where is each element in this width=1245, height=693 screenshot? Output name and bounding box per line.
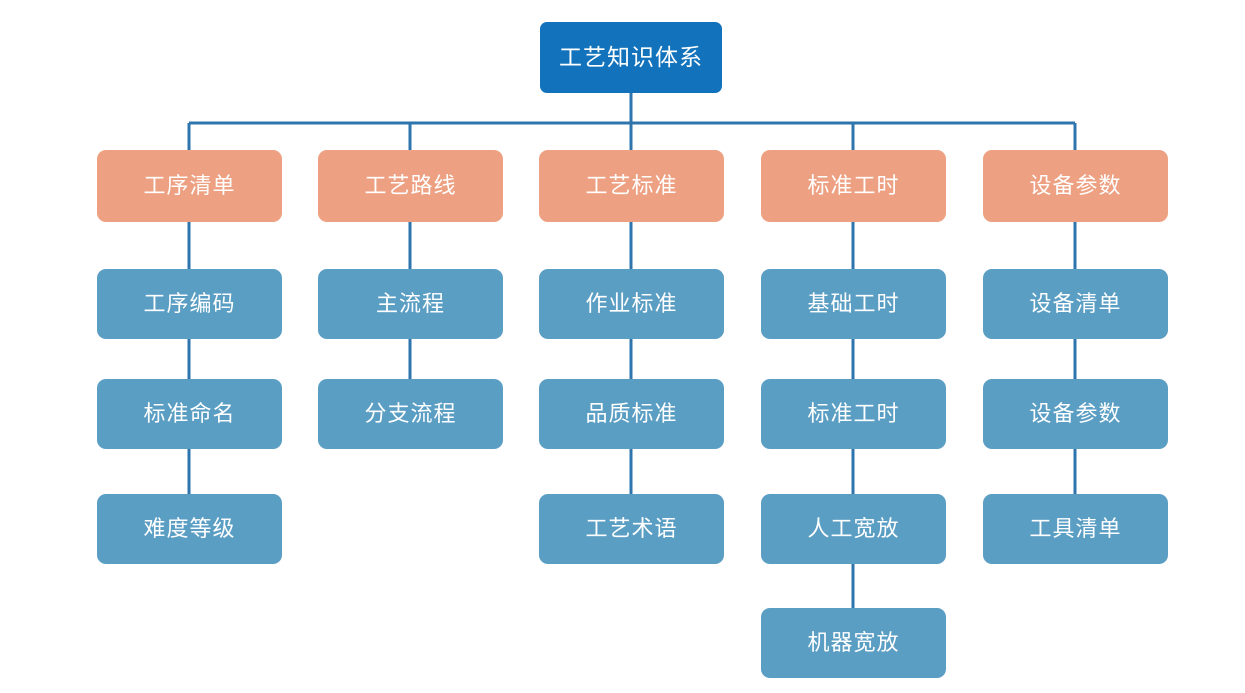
node-c5-child-2[interactable]: 设备参数 bbox=[983, 379, 1168, 449]
node-c3-child-1-label: 作业标准 bbox=[585, 290, 678, 316]
node-c4-child-1-label: 基础工时 bbox=[807, 290, 900, 316]
node-c4-child-4[interactable]: 机器宽放 bbox=[761, 608, 946, 678]
node-c2-child-1[interactable]: 主流程 bbox=[318, 269, 503, 339]
node-root[interactable]: 工艺知识体系 bbox=[540, 22, 722, 93]
node-c4-child-2-label: 标准工时 bbox=[807, 400, 900, 426]
node-branch-2-label: 工艺路线 bbox=[364, 172, 457, 198]
node-branch-4-label: 标准工时 bbox=[807, 172, 900, 198]
node-branch-3-label: 工艺标准 bbox=[585, 172, 678, 198]
node-branch-5-label: 设备参数 bbox=[1029, 172, 1122, 198]
node-c4-child-1[interactable]: 基础工时 bbox=[761, 269, 946, 339]
node-c2-child-2-label: 分支流程 bbox=[364, 400, 457, 426]
node-c4-child-2[interactable]: 标准工时 bbox=[761, 379, 946, 449]
node-branch-4[interactable]: 标准工时 bbox=[761, 150, 946, 222]
node-c4-child-3-label: 人工宽放 bbox=[807, 515, 900, 541]
node-c2-child-1-label: 主流程 bbox=[375, 290, 445, 316]
node-c5-child-1-label: 设备清单 bbox=[1029, 290, 1122, 316]
node-c4-child-3[interactable]: 人工宽放 bbox=[761, 494, 946, 564]
node-c2-child-2[interactable]: 分支流程 bbox=[318, 379, 503, 449]
node-c1-child-1-label: 工序编码 bbox=[143, 290, 236, 316]
node-c5-child-1[interactable]: 设备清单 bbox=[983, 269, 1168, 339]
node-c3-child-1[interactable]: 作业标准 bbox=[539, 269, 724, 339]
node-c3-child-2[interactable]: 品质标准 bbox=[539, 379, 724, 449]
node-c5-child-3[interactable]: 工具清单 bbox=[983, 494, 1168, 564]
node-c1-child-3-label: 难度等级 bbox=[143, 515, 236, 541]
node-branch-3[interactable]: 工艺标准 bbox=[539, 150, 724, 222]
node-branch-2[interactable]: 工艺路线 bbox=[318, 150, 503, 222]
node-branch-1[interactable]: 工序清单 bbox=[97, 150, 282, 222]
node-c1-child-2[interactable]: 标准命名 bbox=[97, 379, 282, 449]
node-c5-child-3-label: 工具清单 bbox=[1029, 515, 1122, 541]
node-c3-child-2-label: 品质标准 bbox=[585, 400, 678, 426]
node-c3-child-3-label: 工艺术语 bbox=[585, 515, 678, 541]
node-c1-child-2-label: 标准命名 bbox=[143, 400, 236, 426]
node-root-label: 工艺知识体系 bbox=[559, 43, 703, 70]
node-c4-child-4-label: 机器宽放 bbox=[807, 629, 900, 655]
node-branch-5[interactable]: 设备参数 bbox=[983, 150, 1168, 222]
node-c1-child-3[interactable]: 难度等级 bbox=[97, 494, 282, 564]
node-c3-child-3[interactable]: 工艺术语 bbox=[539, 494, 724, 564]
node-c5-child-2-label: 设备参数 bbox=[1029, 400, 1122, 426]
node-c1-child-1[interactable]: 工序编码 bbox=[97, 269, 282, 339]
node-branch-1-label: 工序清单 bbox=[143, 172, 236, 198]
